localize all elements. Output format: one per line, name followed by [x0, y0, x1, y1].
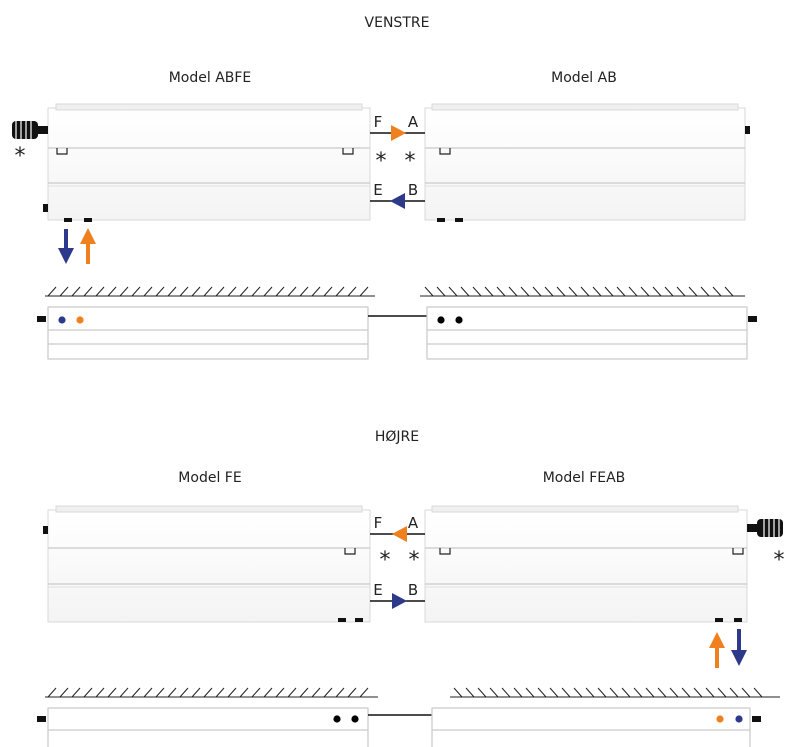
connection-top: F A	[370, 514, 425, 542]
radiator-left	[43, 505, 371, 623]
bracket-icon	[56, 148, 68, 155]
connection-label-top-left: F	[374, 514, 383, 532]
model-label-left: Model ABFE	[169, 70, 252, 86]
pipe-connection-dot-icon	[58, 316, 66, 324]
connection-bottom: E B	[370, 181, 425, 209]
bracket-icon	[342, 148, 354, 155]
asterisk-marker: *	[409, 548, 420, 573]
section-venstre: VENSTRE Model ABFE Model AB *	[12, 15, 757, 360]
connection-label-top-right: A	[408, 514, 419, 532]
bracket-icon	[439, 548, 451, 555]
top-view-left	[37, 306, 369, 360]
radiator-right	[424, 505, 748, 623]
asterisk-marker: *	[380, 548, 391, 573]
pipe-connection-dot-icon	[455, 316, 463, 324]
connection-label-bottom-left: E	[373, 581, 382, 599]
bracket-icon	[344, 548, 356, 555]
pipe-connection-dot-icon	[351, 715, 359, 723]
asterisk-marker: *	[376, 149, 387, 174]
connection-label-bottom-left: E	[373, 181, 382, 199]
section-hojre: HØJRE Model FE Model FEAB	[37, 429, 785, 747]
pipe-connection-dot-icon	[716, 715, 724, 723]
flow-arrow-icon	[391, 125, 406, 141]
model-label-left: Model FE	[178, 470, 241, 486]
connection-label-bottom-right: B	[408, 181, 418, 199]
radiator-left	[43, 103, 371, 222]
connection-label-bottom-right: B	[408, 581, 418, 599]
connection-top: F A	[370, 113, 425, 141]
top-view-left	[37, 707, 369, 747]
connection-label-top-right: A	[408, 113, 419, 131]
pipe-connection-dot-icon	[76, 316, 84, 324]
model-label-right: Model AB	[551, 70, 617, 86]
flow-arrow-icon	[58, 228, 96, 264]
flow-arrow-icon	[392, 526, 407, 542]
pipe-connection-dot-icon	[333, 715, 341, 723]
thermostat-valve-icon	[12, 121, 48, 139]
bracket-icon	[732, 548, 744, 555]
asterisk-marker: *	[405, 149, 416, 174]
flow-arrow-icon	[390, 193, 405, 209]
section-heading: VENSTRE	[365, 15, 430, 31]
flow-arrow-icon	[709, 629, 747, 668]
pipe-connection-dot-icon	[437, 316, 445, 324]
wall-hatch-icon	[45, 687, 780, 698]
pipe-connection-dot-icon	[735, 715, 743, 723]
section-heading: HØJRE	[375, 429, 419, 445]
asterisk-marker: *	[15, 144, 26, 169]
top-view-right	[426, 306, 757, 360]
top-view-right	[431, 707, 761, 747]
flow-arrow-icon	[392, 593, 407, 609]
connection-label-top-left: F	[374, 113, 383, 131]
asterisk-marker: *	[774, 548, 785, 573]
connection-bottom: E B	[370, 581, 425, 609]
radiator-right	[424, 103, 750, 222]
wall-hatch-icon	[45, 286, 745, 297]
model-label-right: Model FEAB	[543, 470, 626, 486]
thermostat-valve-icon	[747, 519, 783, 537]
bracket-icon	[439, 148, 451, 155]
